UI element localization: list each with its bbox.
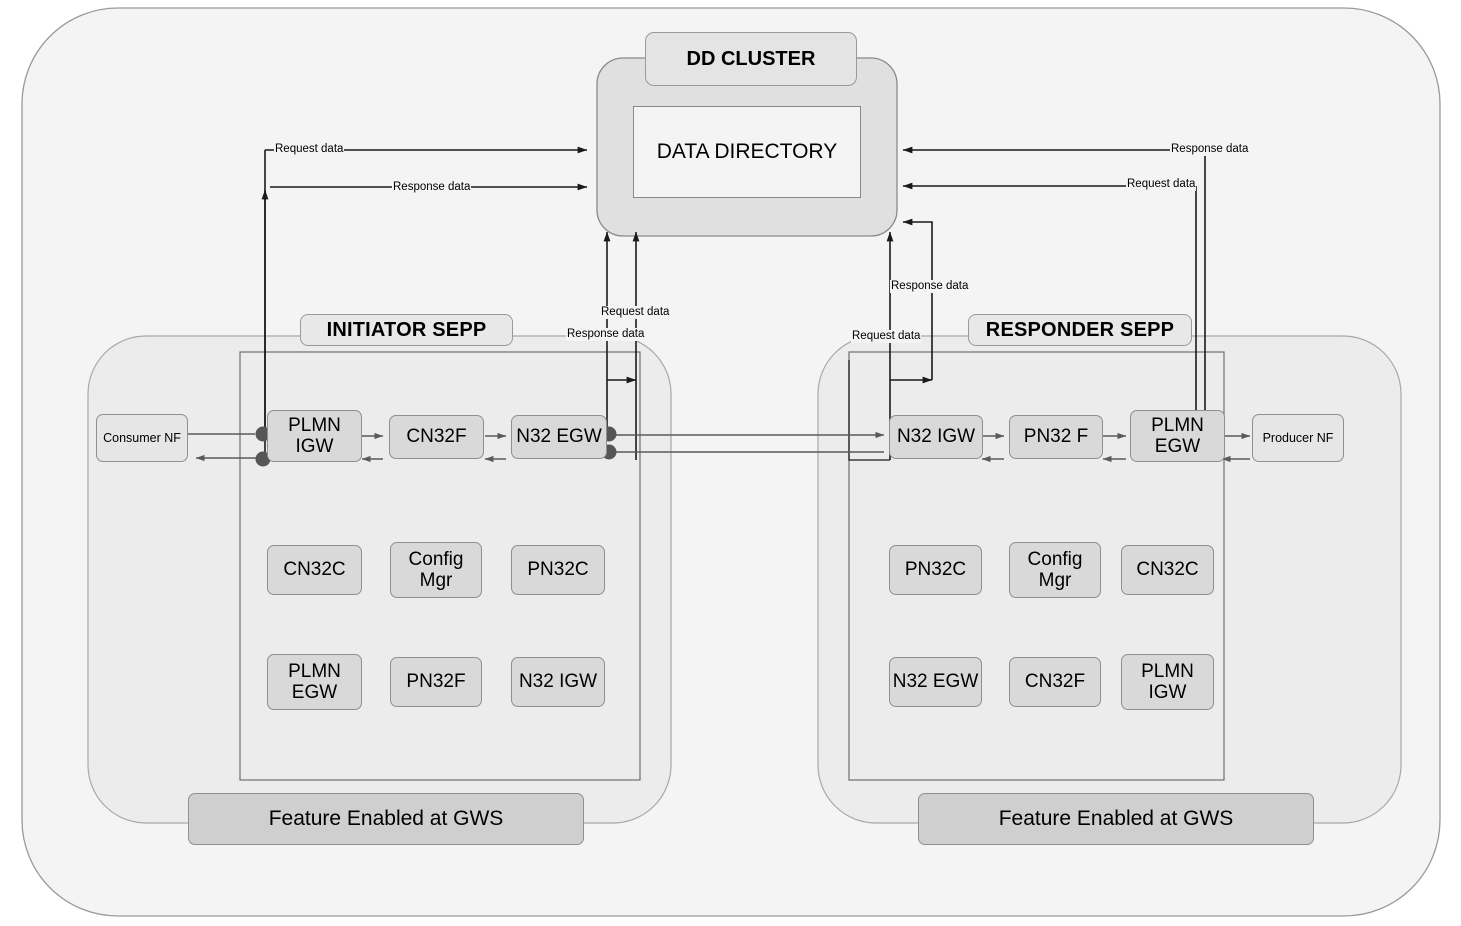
node-right-grid-pn32c[interactable]: PN32C	[889, 545, 982, 595]
edge-label-right-request: Request data	[1126, 178, 1197, 191]
initiator-gws-banner: Feature Enabled at GWS	[188, 793, 584, 845]
node-right-grid-config-mgr[interactable]: Config Mgr	[1009, 542, 1101, 598]
node-left-grid-plmn-egw[interactable]: PLMN EGW	[267, 654, 362, 710]
responder-sepp-title: RESPONDER SEPP	[968, 314, 1192, 346]
connection-dot-plmn-igw-bottom	[255, 451, 271, 467]
producer-nf-box[interactable]: Producer NF	[1252, 414, 1344, 462]
node-left-grid-config-mgr[interactable]: Config Mgr	[390, 542, 482, 598]
edge-label-center-request: Request data	[600, 306, 671, 319]
edge-label-responder-request: Request data	[851, 330, 922, 343]
node-right-n32-igw[interactable]: N32 IGW	[889, 415, 983, 459]
connection-dot-plmn-igw-top	[255, 426, 271, 442]
node-right-grid-cn32c[interactable]: CN32C	[1121, 545, 1214, 595]
stub-responder-request	[848, 360, 890, 461]
responder-gws-banner: Feature Enabled at GWS	[918, 793, 1314, 845]
riser-responder-response	[902, 218, 933, 380]
edge-label-left-response: Response data	[392, 181, 472, 194]
node-left-cn32f[interactable]: CN32F	[389, 415, 484, 459]
consumer-nf-box[interactable]: Consumer NF	[96, 414, 188, 462]
data-directory-box: DATA DIRECTORY	[633, 106, 861, 198]
edge-label-responder-response: Response data	[890, 280, 970, 293]
node-left-grid-cn32c[interactable]: CN32C	[267, 545, 362, 595]
dd-cluster-title: DD CLUSTER	[645, 32, 857, 86]
edge-label-center-response: Response data	[566, 328, 646, 341]
node-right-grid-plmn-igw[interactable]: PLMN IGW	[1121, 654, 1214, 710]
edge-label-left-request: Request data	[274, 143, 345, 156]
node-right-grid-n32-egw[interactable]: N32 EGW	[889, 657, 982, 707]
node-right-plmn-egw[interactable]: PLMN EGW	[1130, 410, 1225, 462]
node-left-n32-egw[interactable]: N32 EGW	[511, 415, 607, 459]
node-left-grid-pn32c[interactable]: PN32C	[511, 545, 605, 595]
node-right-pn32-f[interactable]: PN32 F	[1009, 415, 1103, 459]
edge-label-right-response: Response data	[1170, 143, 1250, 156]
node-left-grid-pn32f[interactable]: PN32F	[390, 657, 482, 707]
initiator-sepp-title: INITIATOR SEPP	[300, 314, 513, 346]
initiator-inner-frame	[239, 351, 641, 781]
responder-inner-frame	[848, 351, 1225, 781]
node-right-grid-cn32f[interactable]: CN32F	[1009, 657, 1101, 707]
node-left-plmn-igw[interactable]: PLMN IGW	[267, 410, 362, 462]
node-left-grid-n32-igw[interactable]: N32 IGW	[511, 657, 605, 707]
